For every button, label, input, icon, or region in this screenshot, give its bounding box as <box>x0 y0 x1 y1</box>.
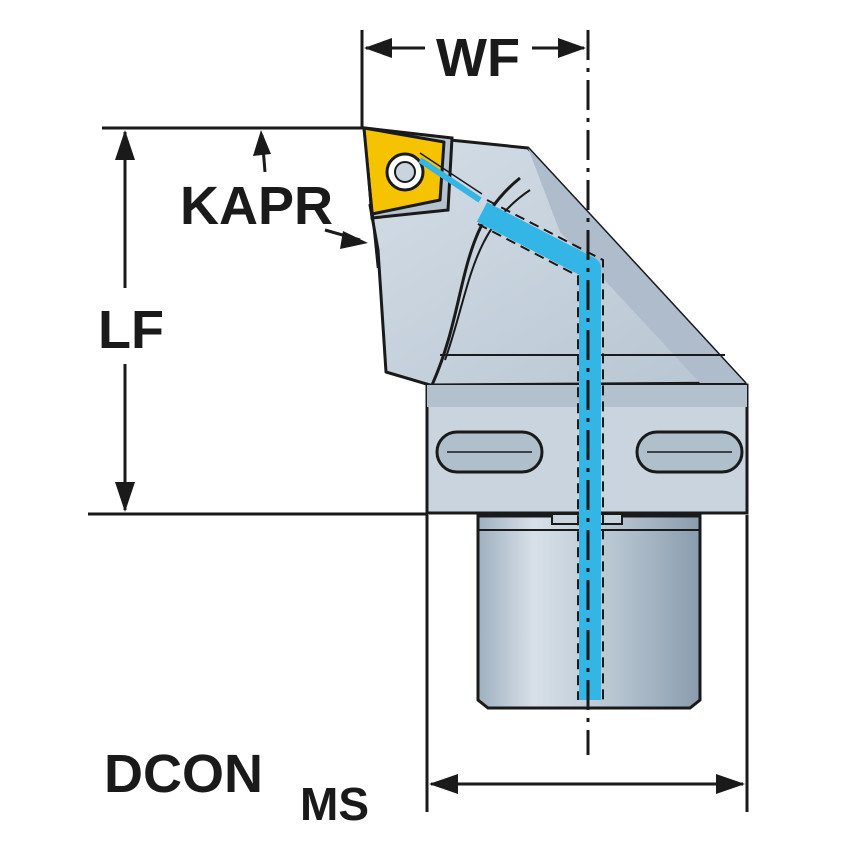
kapr-angle-edge <box>362 129 380 269</box>
kapr-arrow-right <box>340 231 368 249</box>
wf-arrow-right <box>558 38 586 58</box>
dcon-arrow-left <box>429 774 458 794</box>
coolant-channel <box>476 202 601 700</box>
lf-arrow-bottom <box>115 482 135 512</box>
kapr-label: KAPR <box>180 176 333 236</box>
coolant-channel-edge-left <box>477 223 579 700</box>
dcon-arrow-right <box>716 774 745 794</box>
wf-label: WF <box>436 28 520 88</box>
coolant-jet-edge <box>419 152 483 195</box>
coolant-jet <box>418 157 482 203</box>
head-side-face <box>528 148 745 383</box>
insert-screw-head <box>394 161 416 183</box>
lf-arrow-top <box>115 130 135 160</box>
head-front-curve <box>430 176 521 386</box>
dcon-subscript-label: MS <box>300 778 369 830</box>
lf-label: LF <box>98 300 164 360</box>
wf-arrow-left <box>364 38 392 58</box>
head-front-curve-2 <box>444 189 531 361</box>
coolant-channel-edge-right <box>486 199 604 700</box>
kapr-arrow-up <box>253 130 271 156</box>
dcon-label: DCON <box>104 744 263 804</box>
